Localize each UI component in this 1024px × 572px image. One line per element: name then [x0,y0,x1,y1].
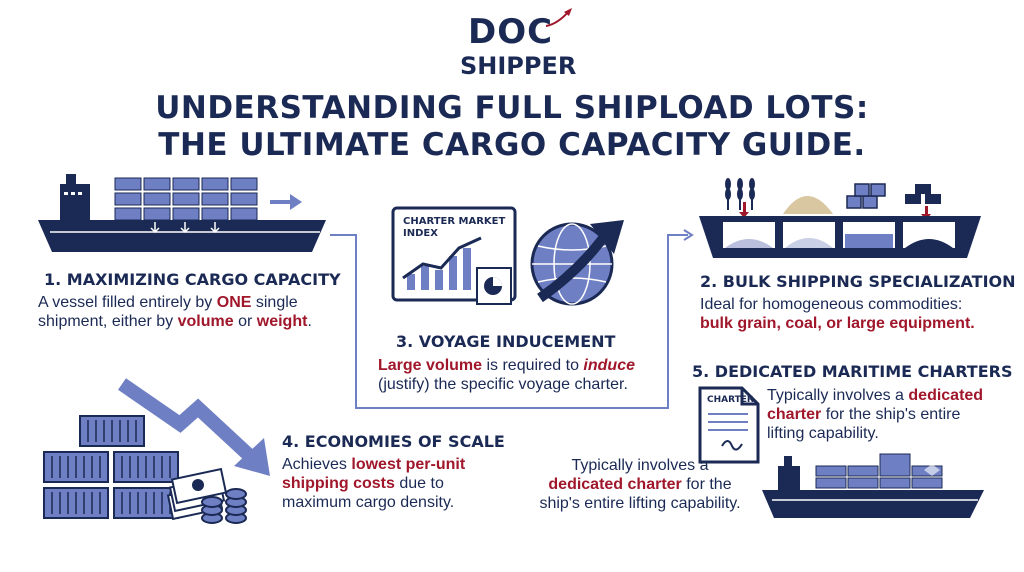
container-stack-icon [43,415,179,519]
logo-shipper-text: SHIPPER [460,52,577,80]
money-coins-icon [166,467,247,524]
section3-body: Large volume is required to induce (just… [378,357,635,393]
grain-icon [725,178,755,210]
globe-arrow-icon [530,220,624,306]
section1-body: A vessel filled entirely by ONE single s… [38,294,312,330]
section1-heading: 1. MAXIMIZING CARGO CAPACITY [44,270,341,289]
charter-document-icon [698,386,760,464]
section4-heading: 4. ECONOMIES OF SCALE [282,432,505,451]
logo-doc-text: DOC [468,12,554,52]
page-title-line1: UNDERSTANDING FULL SHIPLOAD LOTS: [155,90,869,126]
container-ship-icon [38,174,326,252]
cargo-ship-icon [762,453,984,518]
section3-heading: 3. VOYAGE INDUCEMENT [396,332,616,351]
chart-label: CHARTER MARKET INDEX [403,216,506,239]
section2-body: Ideal for homogeneous commodities: bulk … [700,296,975,332]
section2-heading: 2. BULK SHIPPING SPECIALIZATION [700,272,1016,291]
section4-body: Achieves lowest per-unit shipping costs … [282,456,466,511]
section5-heading: 5. DEDICATED MARITIME CHARTERS [692,362,1013,381]
charter-doc-label: CHARTER [707,395,754,405]
logo-plane-icon [545,8,572,27]
charter-market-chart-icon [391,206,517,305]
section5-body: Typically involves a dedicated charter f… [767,387,984,442]
bulk-ship-icon [699,178,981,258]
down-trend-arrow-icon [118,378,270,476]
page-title-line2: THE ULTIMATE CARGO CAPACITY GUIDE. [158,127,866,163]
section6-body: Typically involves a dedicated charter f… [539,457,741,512]
